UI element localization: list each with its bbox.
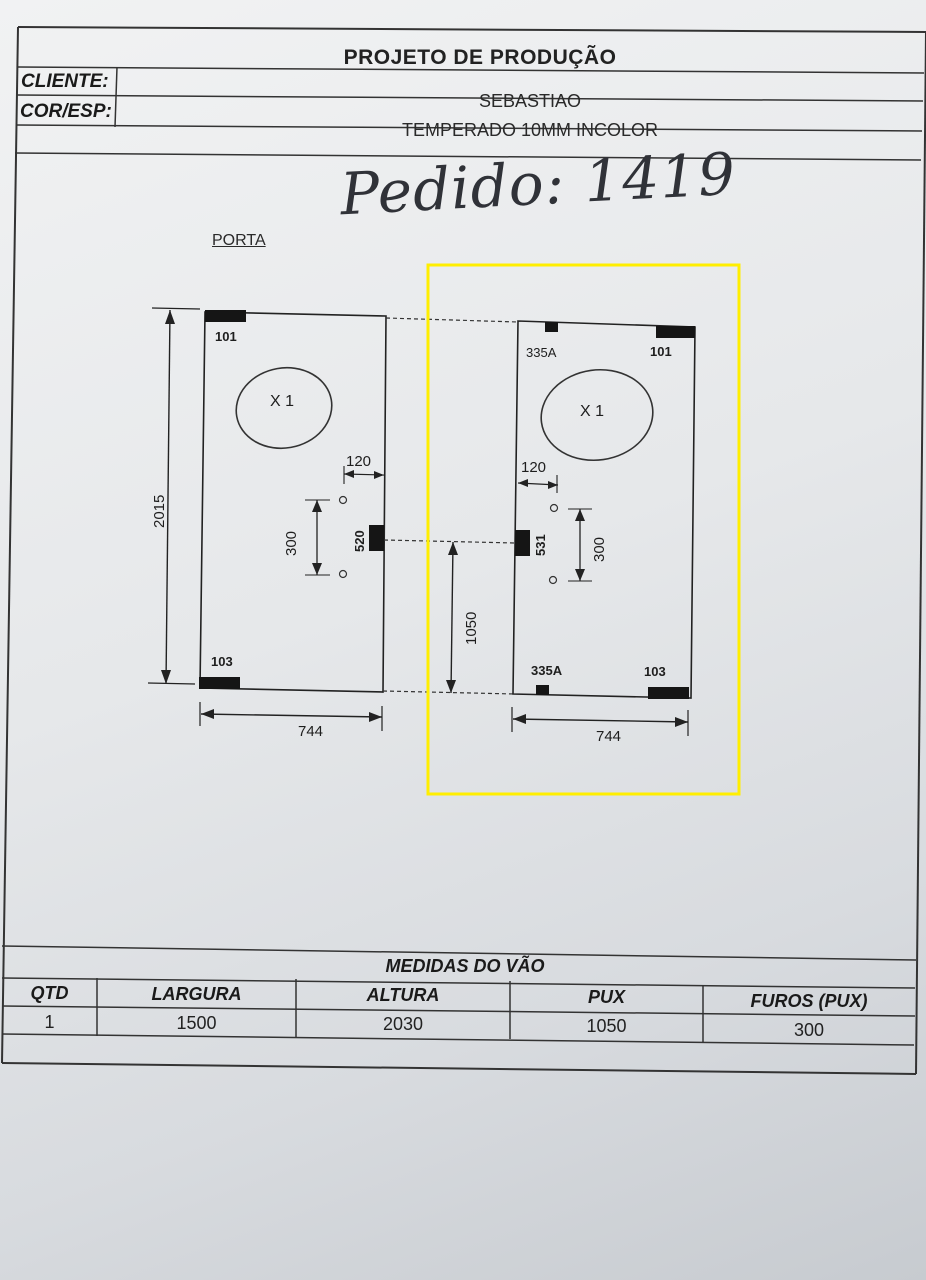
handle-height-dimension-line [450,541,454,694]
arrow-right [374,471,384,479]
arrow-down [161,670,171,684]
frame-top [17,26,926,33]
left-door-hole-bottom [338,569,348,579]
arrow-down [312,563,322,575]
frame-right [915,31,926,1075]
column-header-pux: PUX [587,987,625,1007]
arrow-left [518,479,528,487]
right-quantity-label: X 1 [580,403,604,420]
column-header-largura: LARGURA [151,984,242,1004]
left-height-ext-top [151,307,201,310]
footer-table-grid [1,945,917,1046]
handle-height-label: 1050 [463,612,480,645]
right-door-hole-bottom [548,575,558,585]
left-height-dimension-line [165,309,171,685]
arrow-right [675,717,688,727]
drawing-label: PORTA [212,232,266,249]
table-line [1,945,917,961]
frame-left [1,26,19,1064]
arrow-up [165,310,175,324]
left-top-fitting-label: 101 [215,329,237,344]
left-door-quantity-circle [235,366,333,450]
right-door-handle-fitting [515,530,530,556]
dashed-line-handle [383,539,516,544]
right-bottom-left-fitting-label: 335A [531,663,563,678]
right-door-top-left-fitting [545,322,558,332]
table-line [1,1005,916,1017]
cor-esp-label: COR/ESP: [20,101,112,122]
selection-highlight [426,263,741,796]
left-width-label: 744 [298,723,323,740]
left-width-dimension-line [200,713,383,718]
header-line-4 [14,152,922,161]
cor-esp-value: TEMPERADO 10MM INCOLOR [401,120,659,140]
cell-altura: 2030 [382,1014,424,1034]
arrow-up [448,542,458,555]
header-label-divider [114,66,118,128]
header-line-1 [17,66,925,74]
table-line [1,1033,915,1046]
cell-pux: 1050 [586,1016,627,1036]
arrow-up [312,500,322,512]
right-door-bottom-left-fitting [536,685,549,695]
column-header-qtd: QTD [30,983,69,1003]
cliente-label: CLIENTE: [21,71,109,92]
header-line-2 [16,94,924,102]
left-height-ext-bottom [147,682,196,685]
column-header-furos: FUROS (PUX) [750,991,868,1011]
header-line-3 [15,124,923,132]
cliente-value: SEBASTIAO [478,91,582,111]
cell-largura: 1500 [176,1013,217,1033]
right-offset-label: 120 [521,459,546,476]
arrow-up [575,509,585,521]
left-hole-spacing-label: 300 [283,531,300,556]
arrow-left [201,709,214,719]
dashed-line-bottom [382,690,516,695]
right-handle-fitting-label: 531 [533,534,548,556]
right-door-outline [512,320,696,699]
left-bottom-fitting-label: 103 [211,654,233,669]
left-quantity-label: X 1 [270,393,294,410]
left-door-outline [199,311,387,693]
table-line [1,977,916,989]
frame-bottom [1,1062,917,1075]
arrow-down [446,680,456,693]
left-door-drawing [147,307,387,731]
left-offset-label: 120 [346,453,371,470]
right-width-dimension-line [512,718,689,723]
arrow-right [369,712,382,722]
column-header-altura: ALTURA [366,985,440,1005]
right-door-drawing [511,320,696,736]
cell-furos: 300 [793,1020,825,1040]
right-width-label: 744 [596,728,621,745]
right-door-bottom-right-fitting [648,687,689,699]
arrow-left [513,714,526,724]
footer-table-title: MEDIDAS DO VÃO [385,956,545,976]
right-door-top-right-fitting [656,326,695,338]
arrow-down [575,569,585,581]
left-handle-fitting-label: 520 [352,530,367,552]
arrow-left [344,470,354,478]
dashed-line-top [385,317,519,323]
right-top-left-fitting-label: 335A [526,345,557,360]
cell-qtd: 1 [44,1012,55,1032]
left-door-handle-fitting [369,525,384,551]
left-door-bottom-fitting [199,677,240,689]
right-door-quantity-circle [540,368,654,462]
left-door-top-fitting [205,310,246,322]
right-door-hole-top [549,503,559,513]
right-hole-spacing-label: 300 [591,537,608,562]
right-top-right-fitting-label: 101 [650,344,672,359]
right-bottom-right-fitting-label: 103 [644,664,666,679]
left-door-hole-top [338,495,348,505]
document-title: PROJETO DE PRODUÇÃO [343,46,617,69]
left-height-label: 2015 [151,495,168,528]
arrow-right [548,481,558,489]
